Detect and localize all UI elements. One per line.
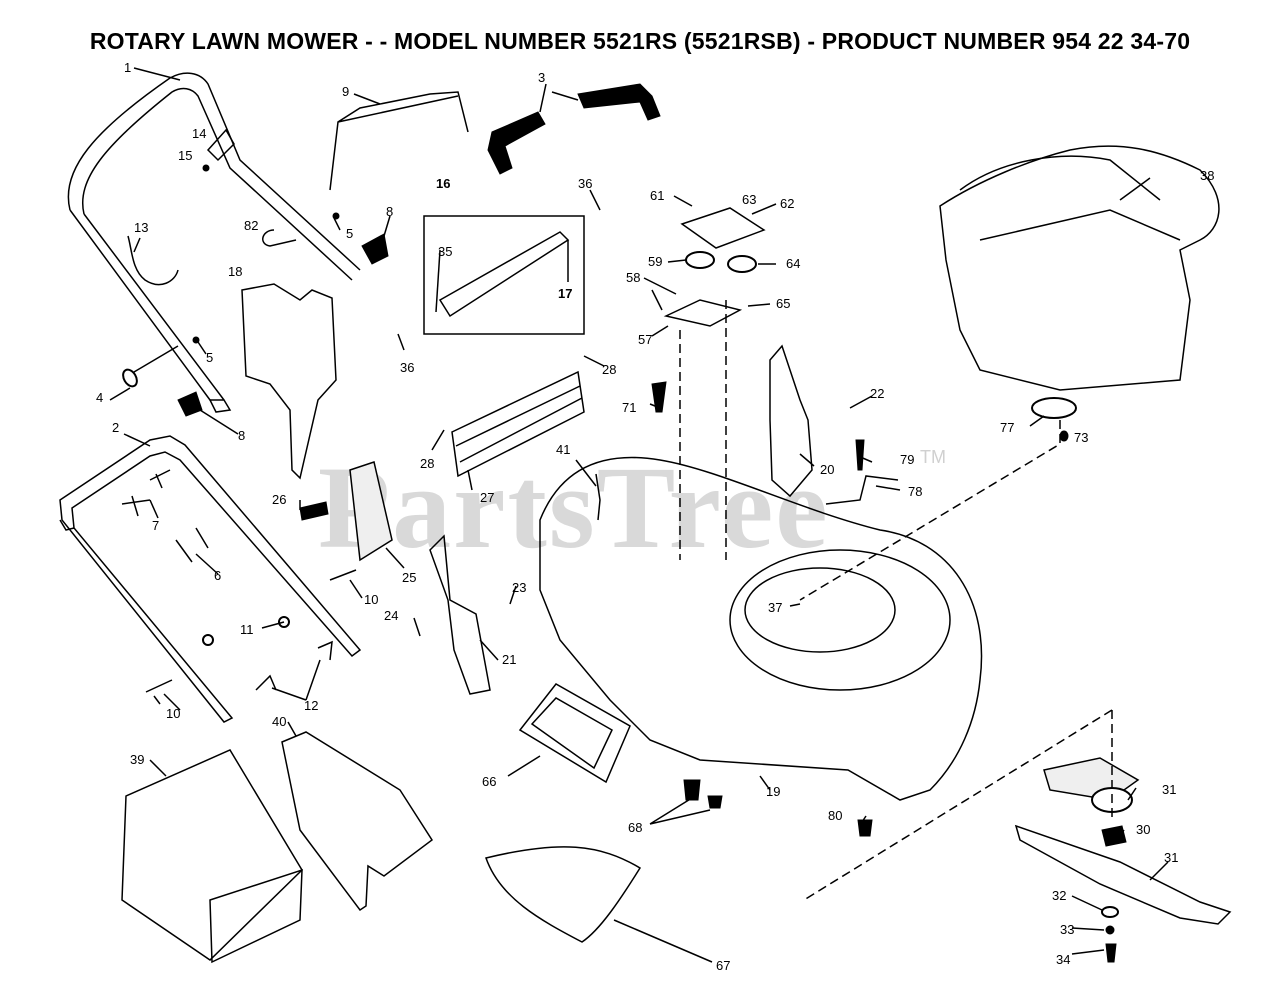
part-rear-flap [451, 370, 585, 478]
callout-4: 4 [96, 390, 103, 405]
leader-lines [109, 67, 1169, 963]
callout-14: 14 [192, 126, 206, 141]
callout-3: 3 [538, 70, 545, 85]
callout-5a: 5 [346, 226, 353, 241]
callout-13: 13 [134, 220, 148, 235]
callout-5b: 5 [206, 350, 213, 365]
callout-8b: 8 [238, 428, 245, 443]
callout-33: 33 [1060, 922, 1074, 937]
callout-40: 40 [272, 714, 286, 729]
callout-66: 66 [482, 774, 496, 789]
callout-79: 79 [900, 452, 914, 467]
callout-37: 37 [768, 600, 782, 615]
callout-28a: 28 [602, 362, 616, 377]
part-bail [329, 91, 469, 191]
callout-32: 32 [1052, 888, 1066, 903]
part-group-box [423, 215, 585, 335]
part-grips [487, 83, 661, 175]
callout-63: 63 [742, 192, 756, 207]
callout-27: 27 [480, 490, 494, 505]
part-bracket-left [429, 534, 491, 695]
callout-34: 34 [1056, 952, 1070, 967]
callout-18: 18 [228, 264, 242, 279]
callout-77: 77 [1000, 420, 1014, 435]
callout-10a: 10 [364, 592, 378, 607]
callout-10b: 10 [166, 706, 180, 721]
callout-2: 2 [112, 420, 119, 435]
callout-23: 23 [512, 580, 526, 595]
callout-20: 20 [820, 462, 834, 477]
callout-78: 78 [908, 484, 922, 499]
part-lower-handle [59, 435, 362, 723]
callout-11: 11 [240, 622, 254, 637]
callout-57: 57 [638, 332, 652, 347]
callout-1: 1 [124, 60, 131, 75]
part-pulley-59 [685, 251, 715, 269]
trademark-symbol: TM [920, 447, 946, 467]
callout-36a: 36 [578, 176, 592, 191]
callout-17: 17 [558, 286, 572, 301]
callout-21: 21 [502, 652, 516, 667]
callout-39: 39 [130, 752, 144, 767]
callout-30: 30 [1136, 822, 1150, 837]
part-cable [127, 235, 179, 286]
callout-7: 7 [152, 518, 159, 533]
callout-58: 58 [626, 270, 640, 285]
callout-31b: 31 [1164, 850, 1178, 865]
part-25 [349, 461, 393, 562]
part-pulley-64 [727, 255, 757, 273]
callout-9: 9 [342, 84, 349, 99]
part-bag-frame [281, 731, 434, 912]
callout-16: 16 [436, 176, 450, 191]
callout-62: 62 [780, 196, 794, 211]
callout-41: 41 [556, 442, 570, 457]
callout-24: 24 [384, 608, 398, 623]
part-mulch-plug [485, 846, 642, 943]
callout-71: 71 [622, 400, 636, 415]
callout-82: 82 [244, 218, 258, 233]
callout-12: 12 [304, 698, 318, 713]
callout-73: 73 [1074, 430, 1088, 445]
callout-28b: 28 [420, 456, 434, 471]
callout-65: 65 [776, 296, 790, 311]
callout-26: 26 [272, 492, 286, 507]
part-mower-deck [539, 456, 983, 801]
callout-8a: 8 [386, 204, 393, 219]
part-handle-hardware [121, 128, 389, 705]
diagram-title: ROTARY LAWN MOWER - - MODEL NUMBER 5521R… [89, 28, 1191, 54]
callout-67: 67 [716, 958, 730, 973]
callout-64: 64 [786, 256, 800, 271]
callout-61: 61 [650, 188, 664, 203]
callout-68: 68 [628, 820, 642, 835]
callout-38: 38 [1200, 168, 1214, 183]
part-upper-handle [67, 72, 361, 413]
callout-35: 35 [438, 244, 452, 259]
part-engine [939, 145, 1220, 391]
callout-59: 59 [648, 254, 662, 269]
part-deflector-rod [438, 231, 570, 318]
part-blade [1014, 824, 1232, 925]
part-chute [241, 283, 337, 480]
watermark: PartsTree [318, 442, 830, 573]
callout-22: 22 [870, 386, 884, 401]
callout-36b: 36 [400, 360, 414, 375]
callout-25: 25 [402, 570, 416, 585]
callout-80: 80 [828, 808, 842, 823]
callout-31a: 31 [1162, 782, 1176, 797]
callout-19: 19 [766, 784, 780, 799]
part-grass-bag [121, 749, 303, 964]
part-bracket-right [769, 344, 813, 498]
callout-6: 6 [214, 568, 221, 583]
callout-15: 15 [178, 148, 192, 163]
part-side-panel [518, 683, 631, 784]
